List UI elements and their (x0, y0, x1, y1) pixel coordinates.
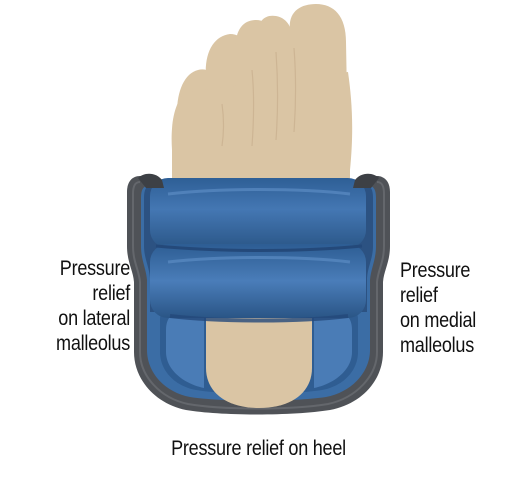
label-medial-line2: relief (400, 284, 438, 307)
label-medial-line3: on medial (400, 309, 476, 332)
strap-tab-left (138, 173, 164, 188)
boot-shell-rim (132, 181, 385, 410)
heel (206, 300, 312, 408)
label-medial-line4: malleolus (400, 334, 474, 357)
label-medial-line1: Pressure (400, 259, 471, 282)
foot-toes (171, 4, 353, 190)
label-lateral-line3: on lateral (58, 307, 130, 330)
boot-roll-upper (150, 178, 366, 248)
label-lateral-line2: relief (92, 282, 130, 305)
label-lateral-malleolus: Pressure relief on lateral malleolus (25, 256, 130, 356)
label-lateral-line4: malleolus (56, 332, 130, 355)
label-medial-malleolus: Pressure relief on medial malleolus (400, 258, 499, 358)
strap-tab-right (353, 173, 379, 188)
label-heel: Pressure relief on heel (36, 436, 481, 461)
boot-roll-lower (150, 244, 366, 318)
label-heel-text: Pressure relief on heel (171, 437, 346, 460)
label-lateral-line1: Pressure (59, 257, 131, 280)
